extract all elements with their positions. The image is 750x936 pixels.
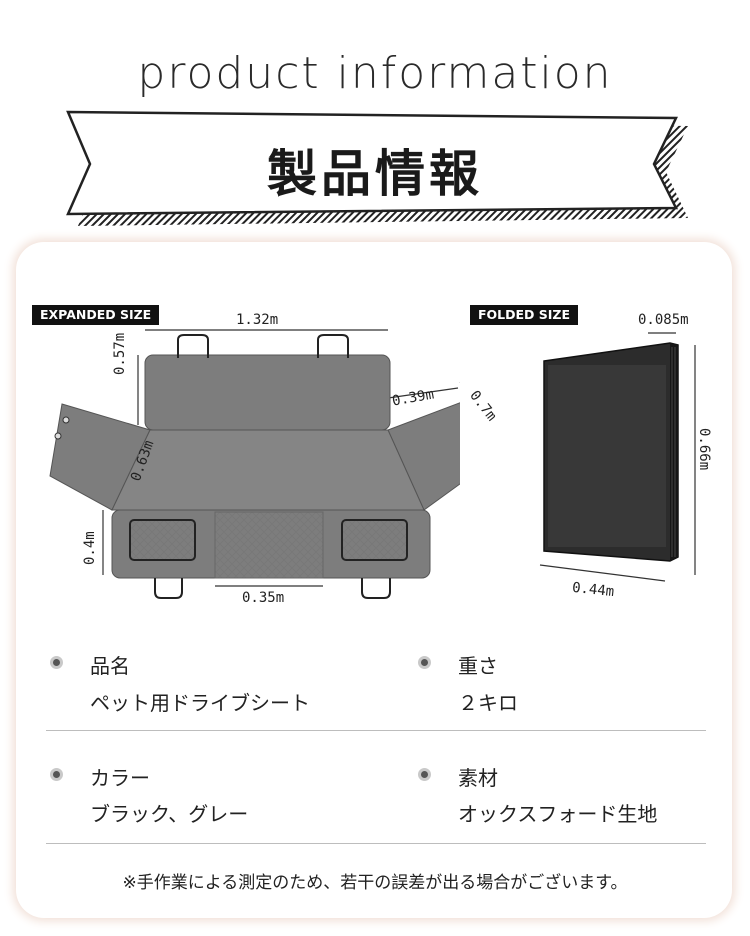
- material-value: オックスフォード生地: [458, 802, 658, 826]
- japanese-title: 製品情報: [267, 144, 483, 203]
- dim-bottom-height: 0.4m: [82, 531, 98, 565]
- expanded-size-label: EXPANDED SIZE: [32, 305, 160, 325]
- product-name-title: 品名: [90, 654, 130, 678]
- dim-width-top: 1.32m: [236, 312, 279, 328]
- folded-seat-cover-diagram: [539, 332, 696, 582]
- product-name-value: ペット用ドライブシート: [90, 691, 310, 715]
- bullet-icon: [50, 656, 63, 669]
- dim-folded-thickness: 0.085m: [638, 312, 689, 328]
- title-banner: [66, 110, 688, 226]
- measurement-note: ※手作業による測定のため、若干の誤差が出る場合がございます。: [122, 873, 628, 893]
- bullet-icon: [418, 768, 431, 781]
- weight-title: 重さ: [458, 654, 498, 678]
- dim-mesh-width: 0.35m: [242, 590, 285, 606]
- color-title: カラー: [90, 766, 150, 790]
- dim-top-height: 0.57m: [112, 332, 128, 375]
- divider: [46, 843, 706, 844]
- english-title: product information: [137, 48, 613, 99]
- bullet-icon: [50, 768, 63, 781]
- color-value: ブラック、グレー: [90, 802, 249, 826]
- folded-size-label: FOLDED SIZE: [470, 305, 579, 325]
- dim-folded-height: 0.66m: [696, 428, 712, 471]
- weight-value: ２キロ: [458, 691, 518, 715]
- divider: [46, 730, 706, 731]
- bullet-icon: [418, 656, 431, 669]
- expanded-seat-cover-diagram: [49, 329, 460, 599]
- material-title: 素材: [458, 766, 498, 790]
